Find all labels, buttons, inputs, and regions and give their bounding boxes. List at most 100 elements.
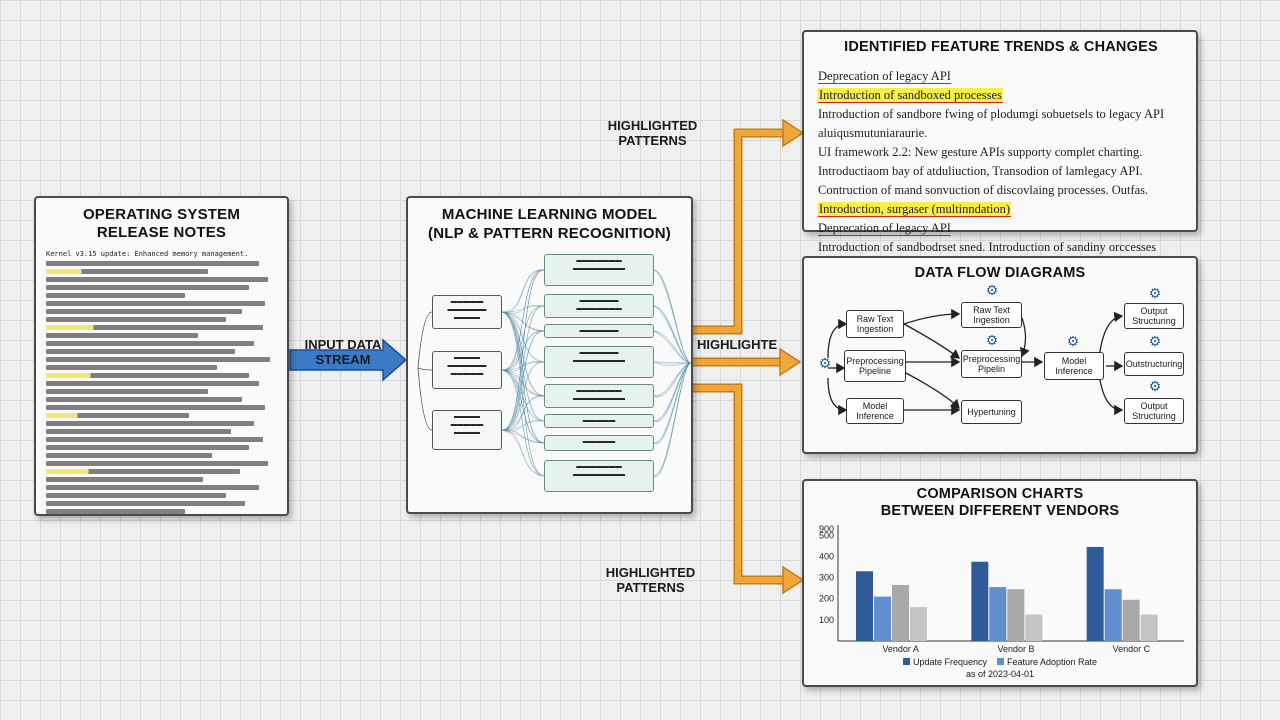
trend-line-10: Introduction of sandbodrset sned. Introd… [818,240,1157,254]
bar [1122,599,1140,641]
ml-output-node-3: ▬▬▬▬▬▬ [544,324,654,338]
release-note-line [46,509,185,514]
bar [1086,546,1104,641]
highlighted-middle-label: HIGHLIGHTE [697,337,778,352]
bar [1140,614,1158,641]
df-node-preprocessing-1: Preprocessing Pipeline [844,350,906,382]
chart-footer: as of 2023-04-01 [965,669,1035,679]
ml-output-node-4: ▬▬▬▬▬▬▬▬▬▬▬▬▬▬ [544,346,654,378]
x-tick-label: Vendor C [1113,644,1151,654]
trend-line-7: Contruction of mand sonvuction of discov… [818,183,1149,197]
data-flow-title: DATA FLOW DIAGRAMS [914,265,1086,281]
trend-line-5: UI framework 2.2: New gesture APIs suppo… [818,145,1143,159]
release-note-line [46,413,190,418]
comparison-chart-title: COMPARISON CHARTS BETWEEN DIFFERENT VEND… [880,486,1120,519]
comparison-chart-panel: COMPARISON CHARTS BETWEEN DIFFERENT VEND… [802,479,1198,687]
release-note-line [46,261,259,266]
bar [892,585,909,641]
release-notes-panel: OPERATING SYSTEM RELEASE NOTES Kernel v3… [34,196,289,516]
feature-trends-title: IDENTIFIED FEATURE TRENDS & CHANGES [844,39,1158,55]
release-notes-header: Kernel v3.15 update: Enhanced memory man… [46,250,249,258]
release-note-line [46,341,254,346]
ml-model-title: MACHINE LEARNING MODEL (NLP & PATTERN RE… [428,206,671,242]
trend-line-3: Introduction of sandbore fwing of plodum… [818,107,1165,121]
highlighted-patterns-bottom-label: HIGHLIGHTED PATTERNS [605,565,696,595]
release-notes-body [46,261,277,514]
df-node-outstructuring: Outstructuring [1124,352,1184,376]
release-note-line [46,349,236,354]
ml-output-node-5: ▬▬▬▬▬▬▬▬▬▬▬▬▬▬▬ [544,384,654,408]
release-note-line [46,333,199,338]
gear-icon: ⚙ [1148,285,1162,301]
release-note-line [46,501,245,506]
legend-item-feature-adoption: Feature Adoption Rate [997,657,1097,667]
release-note-line [46,445,250,450]
release-note-line [46,477,204,482]
y-tick-label: 500 [819,530,834,540]
highlighted-patterns-top-label: HIGHLIGHTED PATTERNS [607,118,698,148]
release-note-line [46,429,231,434]
trend-line-2: Introduction of sandboxed processes [818,88,1003,103]
release-note-line [46,277,268,282]
release-note-line [46,309,243,314]
release-note-line [46,325,264,330]
ml-input-node-2: ▬▬▬▬▬▬▬▬▬▬▬▬▬▬▬ [432,351,502,389]
release-note-line [46,365,217,370]
release-note-line [46,317,227,322]
gear-icon: ⚙ [1148,378,1162,394]
release-note-line [46,493,227,498]
bar [1007,589,1025,641]
release-note-line [46,397,243,402]
df-node-raw-text-1: Raw Text Ingestion [846,310,904,338]
input-data-stream-label: INPUT DATA STREAM [304,337,382,367]
x-tick-label: Vendor B [997,644,1034,654]
release-note-line [46,421,254,426]
ml-output-node-6: ▬▬▬▬▬ [544,414,654,428]
bar [910,607,927,641]
bar [1025,614,1043,641]
data-flow-panel: DATA FLOW DIAGRAMS ⚙ ⚙ ⚙ ⚙ ⚙ ⚙ ⚙ Raw Tex… [802,256,1198,454]
df-node-preprocessing-2: Preprocessing Pipelin [961,350,1022,378]
data-flow-edges [827,308,1124,416]
bar [989,587,1007,641]
bar [874,596,891,641]
y-tick-label: 200 [819,594,834,604]
release-note-line [46,293,185,298]
ml-output-node-8: ▬▬▬▬▬▬▬▬▬▬▬▬▬▬▬ [544,460,654,492]
chart-legend: Update Frequency Feature Adoption Rate a… [804,657,1196,679]
y-tick-label: 300 [819,573,834,583]
trend-line-1: Deprecation of legacy API [818,69,951,84]
df-node-output-structuring-1: Output Structuring [1124,303,1184,329]
neural-network-graph [417,269,692,477]
gear-icon: ⚙ [985,332,999,348]
release-note-line [46,461,268,466]
ml-model-panel: MACHINE LEARNING MODEL (NLP & PATTERN RE… [406,196,693,514]
legend-swatch [902,658,910,665]
gear-icon: ⚙ [818,355,832,371]
release-note-line [46,357,271,362]
release-note-line [46,485,259,490]
bar [856,571,873,641]
df-node-hypertuning: Hypertuning [961,400,1022,424]
bar [971,561,989,641]
ml-output-node-2: ▬▬▬▬▬▬▬▬▬▬▬▬▬ [544,294,654,318]
y-tick-label: 400 [819,551,834,561]
ml-input-node-3: ▬▬▬▬▬▬▬▬▬▬▬▬▬ [432,410,502,450]
y-tick-label: 100 [819,615,834,625]
trend-line-6: Introductiaom bay of atduliuction, Trans… [818,164,1143,178]
y-tick-label: 900 [819,524,834,534]
input-arrow [289,338,408,382]
df-node-raw-text-2: Raw Text Ingestion [961,302,1022,328]
release-note-line [46,373,250,378]
release-note-line [46,469,241,474]
release-note-line [46,301,266,306]
release-note-line [46,389,208,394]
release-note-line [46,437,264,442]
legend-swatch [997,658,1004,665]
x-tick-label: Vendor A [882,644,919,654]
df-node-model-inference-2: Model Inference [1044,352,1104,380]
gear-icon: ⚙ [985,282,999,298]
ml-output-node-7: ▬▬▬▬▬ [544,435,654,451]
ml-input-node-1: ▬▬▬▬▬▬▬▬▬▬▬▬▬▬▬ [432,295,502,329]
